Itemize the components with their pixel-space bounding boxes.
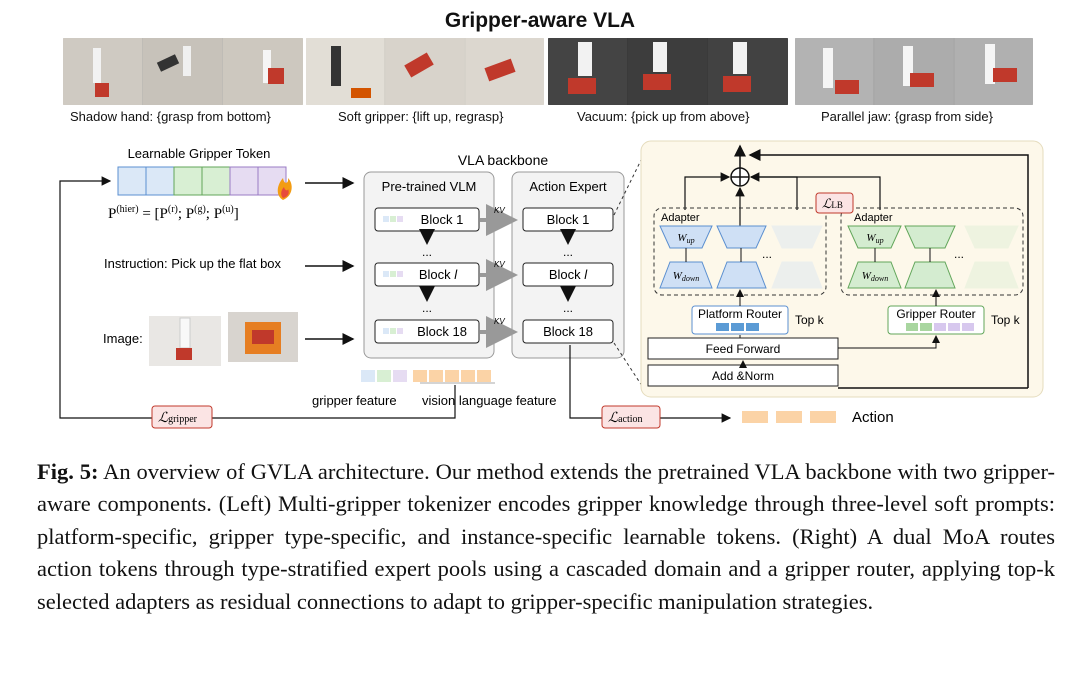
svg-text:Block 18: Block 18: [417, 324, 467, 339]
feed-forward-block: Feed Forward: [647, 337, 839, 360]
platform-adapter-2: [716, 225, 767, 289]
expert-block-l: Block l: [522, 262, 614, 287]
vlm-block-1: Block 1: [374, 207, 480, 232]
parallel-jaw-label: Parallel jaw: {grasp from side}: [821, 109, 993, 124]
expert-block-1: Block 1: [522, 207, 614, 232]
vl-feature-tokens: [413, 370, 491, 382]
svg-text:Block l: Block l: [549, 267, 588, 282]
caption-label: Fig. 5:: [37, 459, 99, 484]
backbone-title: VLA backbone: [458, 152, 549, 168]
gripper-adapter-1: Wup Wdown: [847, 225, 902, 289]
action-loss-box: ℒaction: [601, 405, 661, 429]
gripper-topk: Top k: [991, 313, 1021, 327]
svg-text:Block 1: Block 1: [421, 212, 464, 227]
add-norm-block: Add &Norm: [647, 364, 839, 387]
gripper-loss-sub: gripper: [168, 414, 198, 425]
platform-topk: Top k: [795, 313, 825, 327]
lb-loss-sub: LB: [831, 200, 843, 210]
gripper-feature-tokens: [361, 370, 407, 382]
vlm-title: Pre-trained VLM: [382, 179, 477, 194]
svg-text:Platform Router: Platform Router: [698, 307, 782, 321]
vl-feature-label: vision language feature: [422, 393, 556, 408]
svg-text:Block 18: Block 18: [543, 324, 593, 339]
svg-text:Add &Norm: Add &Norm: [712, 369, 774, 383]
hier-prompt-formula: P(hier) = [P(r); P(g); P(u)]: [108, 204, 239, 222]
adapter-label-platform: Adapter: [661, 212, 700, 224]
gripper-adapter-dots: ...: [954, 247, 964, 261]
svg-text:Gripper Router: Gripper Router: [896, 307, 975, 321]
gripper-router: Gripper Router: [887, 305, 985, 335]
svg-text:Wup: Wup: [677, 232, 694, 245]
expert-title: Action Expert: [529, 179, 607, 194]
figure-caption: Fig. 5: An overview of GVLA architecture…: [37, 456, 1055, 618]
platform-router: Platform Router: [691, 305, 789, 335]
adapter-label-gripper: Adapter: [854, 212, 893, 224]
gripper-adapter-3: [964, 225, 1019, 289]
gripper-token-bar: [117, 166, 287, 196]
parallel-jaw-photos: [795, 38, 1033, 105]
expert-block-18: Block 18: [522, 319, 614, 344]
shadow-hand-photos: [63, 38, 303, 105]
kv-label-2: KV: [494, 260, 505, 269]
lb-loss-box: ℒLB: [815, 192, 854, 214]
vlm-block-18: Block 18: [374, 319, 480, 344]
platform-adapter-dots: ...: [762, 247, 772, 261]
image-label: Image:: [103, 331, 143, 346]
vlm-dots-2: ...: [422, 301, 432, 315]
platform-adapter-3: [771, 225, 823, 289]
svg-text:Block 1: Block 1: [547, 212, 590, 227]
architecture-diagram: Learnable Gripper Token P(hier) = [P(r);…: [59, 140, 1044, 429]
expert-dots-1: ...: [563, 245, 573, 259]
kv-label-1: KV: [494, 206, 505, 215]
gripper-adapter-2: [904, 225, 956, 289]
caption-text: An overview of GVLA architecture. Our me…: [37, 459, 1055, 614]
vacuum-photos: [548, 38, 788, 105]
action-label: Action: [852, 409, 894, 426]
svg-text:Feed Forward: Feed Forward: [706, 342, 781, 356]
action-loss-sub: action: [618, 414, 642, 425]
token-label: Learnable Gripper Token: [128, 146, 271, 161]
svg-text:Wdown: Wdown: [673, 270, 700, 283]
vacuum-label: Vacuum: {pick up from above}: [577, 109, 750, 124]
expert-dots-2: ...: [563, 301, 573, 315]
input-images: [149, 312, 298, 366]
svg-text:ℒLB: ℒLB: [822, 196, 843, 211]
platform-adapter-1: Wup Wdown: [659, 225, 713, 289]
shadow-hand-label: Shadow hand: {grasp from bottom}: [70, 109, 271, 124]
soft-gripper-photos: [306, 38, 544, 105]
svg-text:ℒaction: ℒaction: [608, 411, 643, 426]
action-tokens: [742, 411, 836, 423]
figure-title: Gripper-aware VLA: [444, 9, 636, 32]
svg-text:ℒgripper: ℒgripper: [158, 411, 198, 426]
fire-icon: [277, 178, 292, 200]
svg-text:Wup: Wup: [866, 232, 883, 245]
instruction-text: Instruction: Pick up the flat box: [104, 256, 282, 271]
soft-gripper-label: Soft gripper: {lift up, regrasp}: [338, 109, 504, 124]
gripper-feature-label: gripper feature: [312, 393, 397, 408]
gripper-loss-box: ℒgripper: [151, 405, 213, 429]
svg-text:Wdown: Wdown: [862, 270, 889, 283]
svg-text:Block l: Block l: [419, 267, 458, 282]
vlm-block-l: Block l: [374, 262, 480, 287]
kv-label-3: KV: [494, 317, 505, 326]
vlm-dots-1: ...: [422, 245, 432, 259]
